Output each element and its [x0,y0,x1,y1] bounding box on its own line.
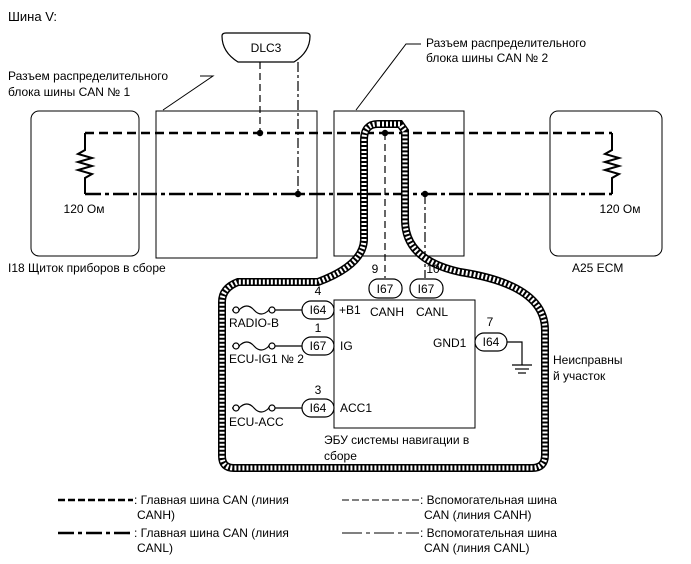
acc-connector-label: I64 [310,401,327,415]
acc-fuse-terminal-left [232,404,240,412]
ecm-termination-resistor [601,133,623,194]
dlc3-label: DLC3 [251,41,282,55]
canl-pin-label: CANL [416,305,448,319]
ecm-resistor-label: 120 Ом [600,202,641,216]
canl-connector-pill [409,278,444,299]
b1-pin-label: +B1 [339,303,361,317]
canh-connector-label: I67 [377,282,394,296]
ig-pin-number: 1 [315,321,322,335]
legend-main-canh-line1: : Главная шина CAN (линия [134,493,289,507]
dlc3-canl-junction-dot [294,190,302,198]
ig-pin-label: IG [340,339,353,353]
junction-1-label-line1: Разъем распределительного [8,69,168,83]
b1-fuse-terminal-left [232,306,240,314]
junction-2-leader [355,43,421,111]
gnd-pin-label: GND1 [433,336,467,350]
diagram-title: Шина V: [8,9,57,24]
acc-pin-number: 3 [315,383,322,397]
junction-2-label-line1: Разъем распределительного [426,36,586,50]
dlc3-connector-shape [221,32,311,63]
junction-1-label-line2: блока шины CAN № 1 [8,85,130,99]
fault-area-label-line1: Неисправны [553,353,623,367]
canh-connector-pill [368,278,403,299]
b1-fuse-label: RADIO-B [229,316,279,330]
ig-fuse-terminal-right [268,342,276,350]
ig-fuse-terminal-left [232,342,240,350]
ground-icon [512,364,532,374]
junction-connector-1-box [155,110,318,259]
meter-resistor-label: 120 Ом [64,202,105,216]
legend-sub-canh-line1: : Вспомогательная шина [420,493,557,507]
fault-area-label-line2: й участок [553,369,606,383]
legend-main-canh-line2: CANH) [137,508,175,522]
acc-fuse-icon [238,403,270,413]
acc-connector-pill [301,398,335,418]
b1-connector-label: I64 [310,303,327,317]
meter-termination-resistor [74,133,96,194]
junction-connector-2-box [333,110,465,257]
acc-pin-label: ACC1 [340,401,372,415]
navigation-ecu-box [333,299,476,429]
acc-fuse-label: ECU-ACC [229,415,284,429]
combination-meter-name: I18 Щиток приборов в сборе [8,261,166,275]
ig-fuse-label: ECU-IG1 № 2 [229,352,304,366]
fault-area-outline-inner [219,121,548,471]
legend-sub-canl-line2: CAN (линия CANL) [424,541,530,555]
legend-sub-canh-line2: CAN (линия CANH) [424,508,532,522]
ig-connector-pill [301,336,335,356]
navigation-ecu-name-line1: ЭБУ системы навигации в [324,433,469,447]
b1-fuse-terminal-right [268,306,276,314]
canl-pin-number: 10 [426,262,440,276]
dlc3-canh-junction-dot [256,129,264,137]
gnd-wire [507,341,523,365]
acc-fuse-terminal-right [268,404,276,412]
gnd-connector-label: I64 [483,335,500,349]
navigation-ecu-name-line2: сборе [324,449,357,463]
b1-pin-number: 4 [315,284,322,298]
legend-main-canl-line1: : Главная шина CAN (линия [134,526,289,540]
ig-fuse-icon [238,341,270,351]
junction-2-label-line2: блока шины CAN № 2 [426,51,548,65]
ecm-name: A25 ECM [572,261,623,275]
legend-sub-canl-line1: : Вспомогательная шина [420,526,557,540]
b1-connector-pill [301,300,335,320]
ecm-box [549,110,663,257]
ig-connector-label: I67 [310,339,327,353]
junction-1-leader [162,75,215,111]
canh-pin-number: 9 [372,262,379,276]
legend-main-canl-line2: CANL) [137,541,173,555]
b1-fuse-icon [238,305,270,315]
canh-pin-label: CANH [370,305,404,319]
canl-connector-label: I67 [418,282,435,296]
gnd-pin-number: 7 [487,315,494,329]
